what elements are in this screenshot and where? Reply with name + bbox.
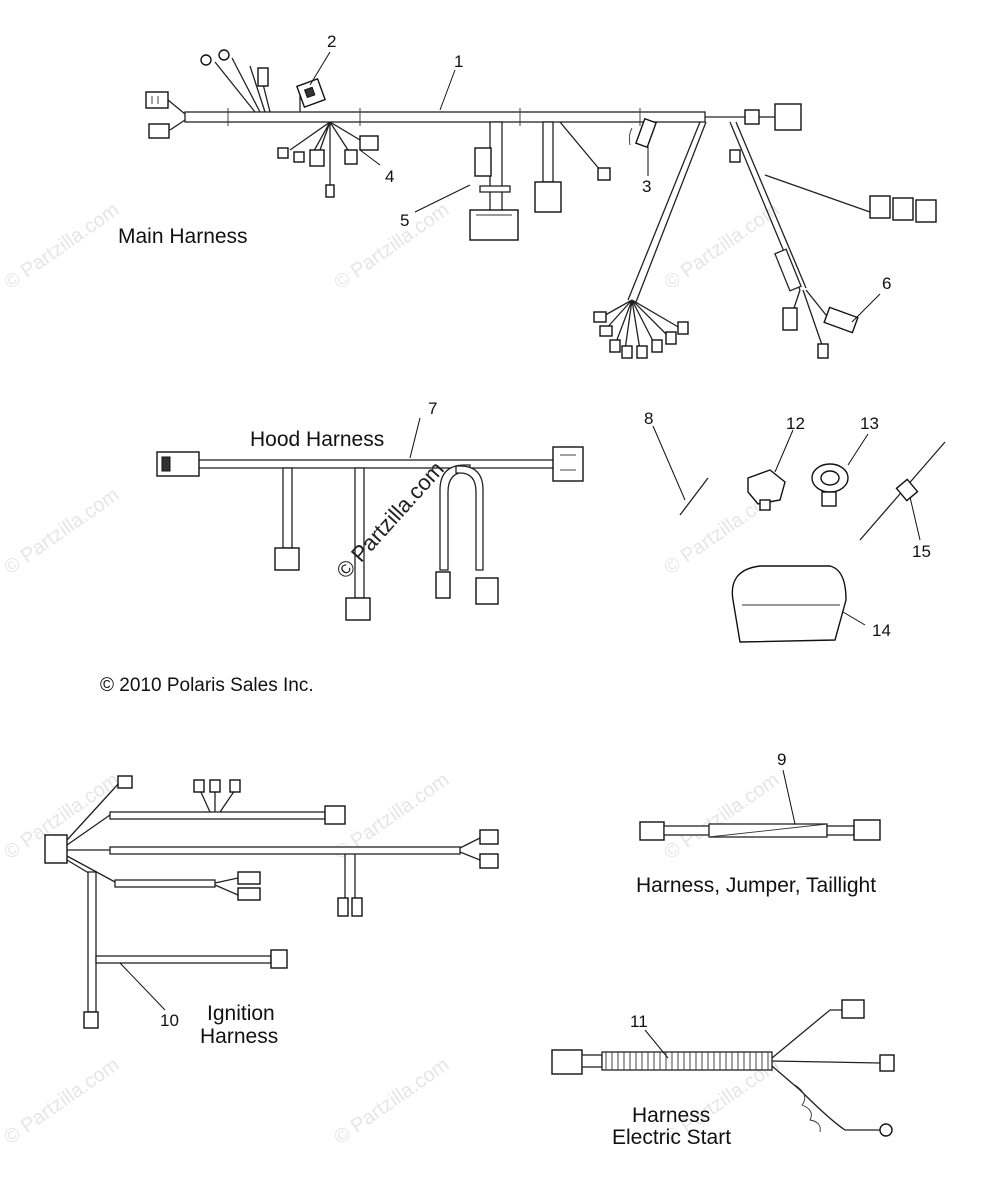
title-main-harness: Main Harness — [118, 225, 248, 248]
watermark: © Partzilla.com — [330, 1054, 453, 1149]
title-electric-start-line2: Electric Start — [612, 1126, 731, 1149]
watermark-center: © Partzilla.com — [331, 456, 449, 583]
hood-harness — [156, 446, 584, 621]
callout-1: 1 — [454, 52, 463, 71]
small-parts — [679, 441, 946, 643]
callout-5: 5 — [400, 211, 409, 230]
main-harness — [145, 49, 937, 359]
callout-14: 14 — [872, 621, 891, 640]
watermark: © Partzilla.com — [0, 199, 123, 294]
callout-2: 2 — [327, 32, 336, 51]
title-electric-start-line1: Harness — [632, 1104, 710, 1127]
watermark: © Partzilla.com — [660, 769, 783, 864]
callout-11: 11 — [630, 1012, 648, 1031]
callout-4: 4 — [385, 167, 394, 186]
callout-13: 13 — [860, 414, 879, 433]
watermark: © Partzilla.com — [0, 1054, 123, 1149]
title-taillight-jumper: Harness, Jumper, Taillight — [636, 874, 876, 897]
copyright-notice: © 2010 Polaris Sales Inc. — [100, 675, 314, 696]
callout-7: 7 — [428, 399, 437, 418]
callout-10: 10 — [160, 1011, 179, 1030]
callout-12: 12 — [786, 414, 805, 433]
ignition-harness — [44, 775, 499, 1029]
title-hood-harness: Hood Harness — [250, 428, 384, 451]
corrugation — [605, 1052, 769, 1070]
callout-9: 9 — [777, 750, 786, 769]
callout-15: 15 — [912, 542, 931, 561]
watermark: © Partzilla.com — [0, 484, 123, 579]
title-ignition-line2: Harness — [200, 1025, 278, 1048]
leader-lines — [119, 51, 921, 1059]
callout-numbers: 1 2 3 4 5 6 7 8 9 10 11 12 13 14 15 — [160, 32, 931, 1031]
taillight-jumper-harness — [639, 819, 881, 841]
electric-start-harness — [551, 999, 895, 1137]
watermark: © Partzilla.com — [330, 199, 453, 294]
title-ignition-line1: Ignition — [207, 1002, 275, 1025]
assembly-titles: Main Harness Hood Harness Ignition Harne… — [118, 225, 876, 1149]
watermark: © Partzilla.com — [660, 199, 783, 294]
callout-6: 6 — [882, 274, 891, 293]
callout-3: 3 — [642, 177, 651, 196]
callout-8: 8 — [644, 409, 653, 428]
